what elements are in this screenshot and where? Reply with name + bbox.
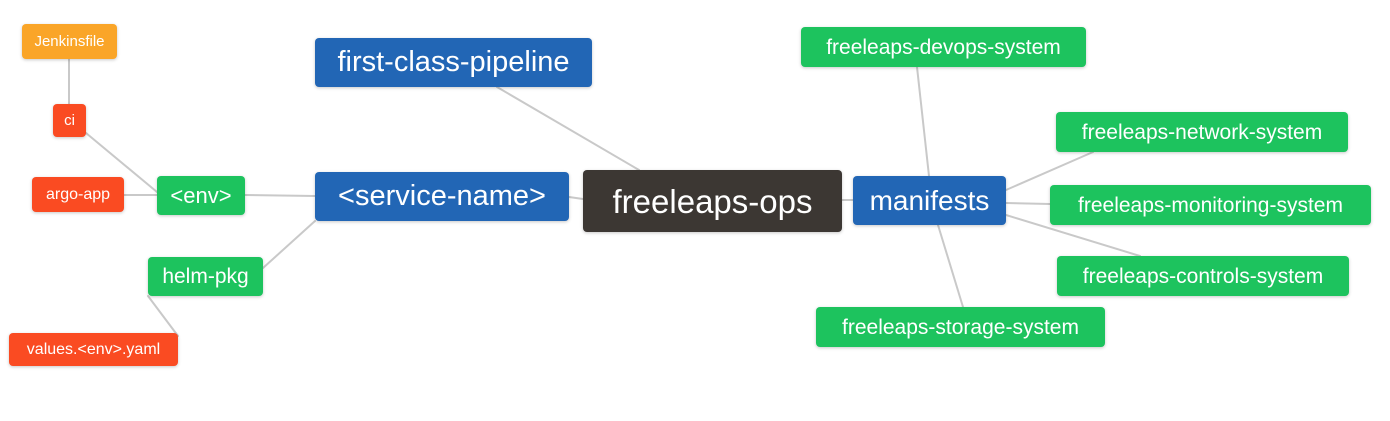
node-label-env: <env> bbox=[170, 182, 232, 208]
node-freeleaps-devops-system[interactable]: freeleaps-devops-system bbox=[801, 27, 1086, 67]
node-manifests[interactable]: manifests bbox=[853, 176, 1006, 225]
node-freeleaps-ops[interactable]: freeleaps-ops bbox=[583, 170, 842, 232]
edge-manifests-to-freeleaps-devops-system bbox=[916, 66, 930, 177]
node-label-values-yaml: values.<env>.yaml bbox=[26, 340, 161, 358]
node-label-freeleaps-monitoring-system: freeleaps-monitoring-system bbox=[1078, 193, 1343, 217]
node-label-argo-app: argo-app bbox=[45, 185, 111, 203]
node-label-helm-pkg: helm-pkg bbox=[162, 265, 249, 288]
node-label-freeleaps-ops: freeleaps-ops bbox=[612, 182, 813, 220]
node-label-manifests: manifests bbox=[869, 184, 990, 216]
node-argo-app[interactable]: argo-app bbox=[32, 177, 124, 212]
node-ci[interactable]: ci bbox=[53, 104, 86, 137]
edge-service-name-to-helm-pkg bbox=[262, 220, 316, 269]
node-label-freeleaps-network-system: freeleaps-network-system bbox=[1081, 120, 1323, 144]
node-label-ci: ci bbox=[64, 112, 75, 129]
node-label-jenkinsfile: Jenkinsfile bbox=[34, 33, 105, 50]
node-freeleaps-controls-system[interactable]: freeleaps-controls-system bbox=[1057, 256, 1349, 296]
edge-first-class-pipeline-to-freeleaps-ops bbox=[496, 86, 640, 171]
node-label-service-name: <service-name> bbox=[338, 180, 546, 212]
node-values-yaml[interactable]: values.<env>.yaml bbox=[9, 333, 178, 366]
node-label-freeleaps-devops-system: freeleaps-devops-system bbox=[826, 35, 1061, 59]
node-jenkinsfile[interactable]: Jenkinsfile bbox=[22, 24, 117, 59]
edge-manifests-to-freeleaps-monitoring-system bbox=[1005, 202, 1051, 205]
node-freeleaps-monitoring-system[interactable]: freeleaps-monitoring-system bbox=[1050, 185, 1371, 225]
edge-service-name-to-freeleaps-ops bbox=[568, 196, 584, 200]
node-helm-pkg[interactable]: helm-pkg bbox=[148, 257, 263, 296]
node-first-class-pipeline[interactable]: first-class-pipeline bbox=[315, 38, 592, 87]
node-freeleaps-network-system[interactable]: freeleaps-network-system bbox=[1056, 112, 1348, 152]
node-env[interactable]: <env> bbox=[157, 176, 245, 215]
node-service-name[interactable]: <service-name> bbox=[315, 172, 569, 221]
node-label-freeleaps-controls-system: freeleaps-controls-system bbox=[1082, 264, 1324, 288]
edge-env-to-service-name bbox=[244, 194, 316, 197]
node-label-freeleaps-storage-system: freeleaps-storage-system bbox=[842, 315, 1079, 339]
edge-helm-pkg-to-values-yaml bbox=[147, 295, 179, 337]
node-freeleaps-storage-system[interactable]: freeleaps-storage-system bbox=[816, 307, 1105, 347]
edge-manifests-to-freeleaps-storage-system bbox=[937, 224, 964, 308]
node-label-first-class-pipeline: first-class-pipeline bbox=[337, 46, 570, 78]
